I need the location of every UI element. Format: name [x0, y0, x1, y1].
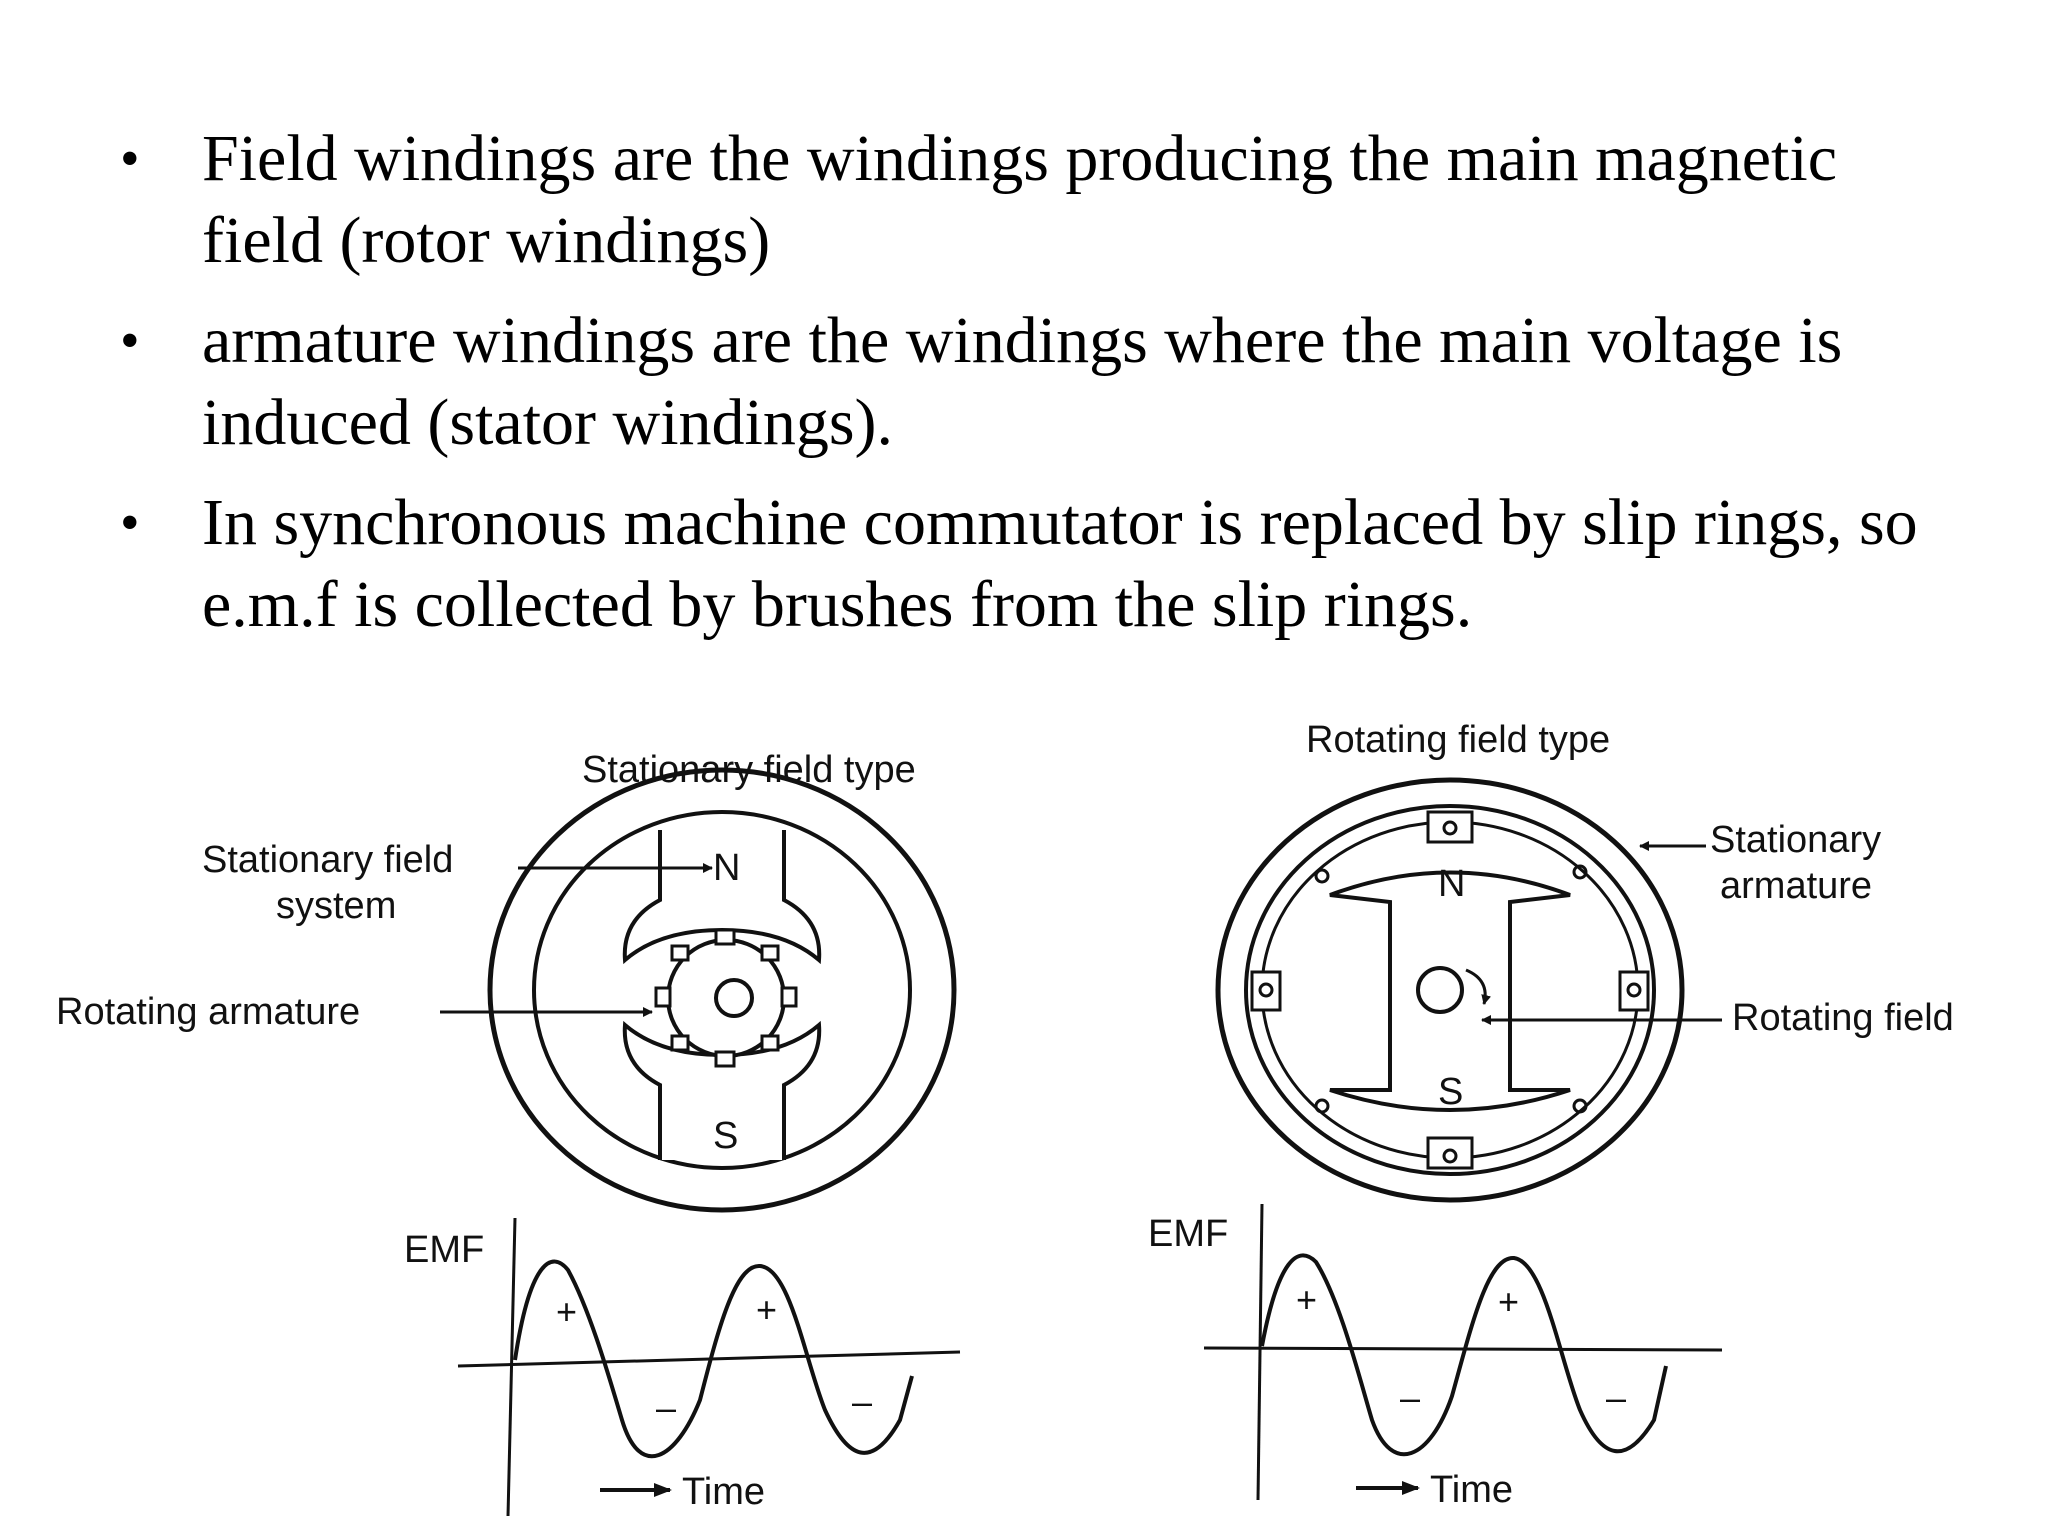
- label-armature: armature: [1720, 865, 1872, 907]
- bullet-list: • Field windings are the windings produc…: [120, 118, 1950, 664]
- minus-sign: –: [656, 1387, 676, 1428]
- plus-sign: +: [556, 1291, 577, 1332]
- figure-title: Rotating field type: [1306, 719, 1610, 761]
- plus-sign: +: [756, 1289, 777, 1330]
- pole-label-s: S: [1438, 1071, 1463, 1113]
- emf-axis-label: EMF: [1148, 1213, 1228, 1255]
- minus-sign: –: [852, 1381, 872, 1422]
- bullet-item: • armature windings are the windings whe…: [120, 300, 1950, 464]
- label-stationary: Stationary: [1710, 819, 1881, 861]
- stator-inner-ring: [532, 810, 912, 1170]
- minus-sign: –: [1606, 1377, 1626, 1418]
- minus-sign: –: [1400, 1377, 1420, 1418]
- label-rotating-field: Rotating field: [1732, 997, 1954, 1039]
- time-axis-label: Time: [1430, 1469, 1513, 1511]
- emf-y-axis: [506, 1217, 517, 1517]
- label-rotating-armature: Rotating armature: [56, 991, 360, 1033]
- rotor-poles: [1329, 870, 1571, 1112]
- bullet-item: • In synchronous machine commutator is re…: [120, 482, 1950, 646]
- label-system: system: [276, 885, 396, 927]
- emf-waveform: [513, 1259, 914, 1459]
- stator-inner-ring: [1244, 804, 1656, 1176]
- armature-slots: [654, 928, 798, 1068]
- slot-holes: [1258, 820, 1642, 1164]
- pole-label-n: N: [1438, 863, 1465, 905]
- bullet-text: armature windings are the windings where…: [202, 304, 1843, 459]
- bullet-text: Field windings are the windings producin…: [202, 122, 1838, 277]
- bullet-dot: •: [120, 310, 140, 372]
- shaft: [1416, 966, 1464, 1014]
- rotating-field-figure: Rotating field type N S Stati: [1148, 719, 1954, 1511]
- emf-y-axis: [1256, 1203, 1264, 1501]
- pole-label-n: N: [713, 847, 740, 889]
- time-axis-label: Time: [682, 1471, 765, 1513]
- bullet-text: In synchronous machine commutator is rep…: [202, 486, 1918, 641]
- bullet-dot: •: [120, 128, 140, 190]
- bullet-dot: •: [120, 492, 140, 554]
- pole-label-s: S: [713, 1115, 738, 1157]
- bullet-item: • Field windings are the windings produc…: [120, 118, 1950, 282]
- label-stationary-field: Stationary field: [202, 839, 453, 881]
- armature-slots: [1250, 810, 1650, 1170]
- plus-sign: +: [1296, 1279, 1317, 1320]
- stator-outer-ring: [1215, 777, 1685, 1203]
- rotation-arrow: [1465, 968, 1492, 1005]
- time-x-axis: [1203, 1346, 1723, 1352]
- shaft: [714, 978, 754, 1018]
- plus-sign: +: [1498, 1281, 1519, 1322]
- stator-outer-ring: [487, 767, 957, 1213]
- emf-axis-label: EMF: [404, 1229, 484, 1271]
- stationary-field-figure: Stationary field type N S Stationary fie…: [56, 749, 961, 1517]
- emf-waveform: [1260, 1253, 1668, 1457]
